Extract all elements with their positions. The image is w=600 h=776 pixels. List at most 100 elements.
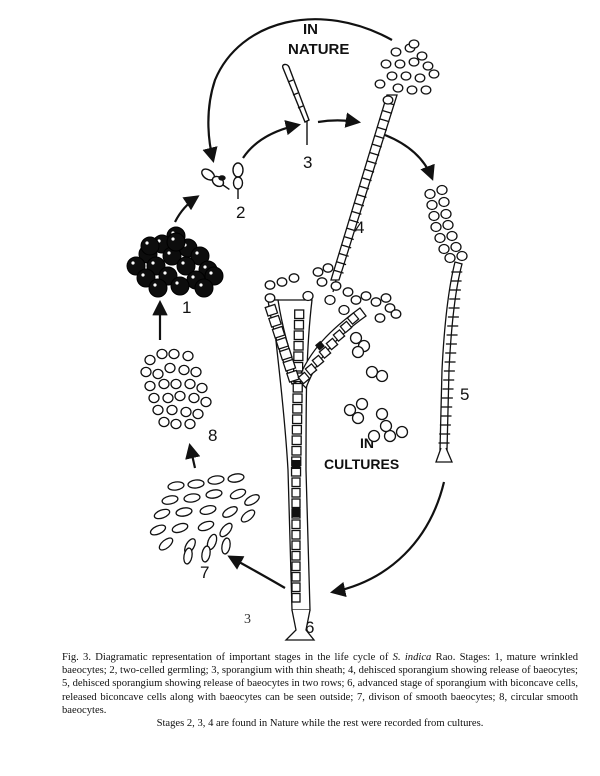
released-baeocyte	[374, 79, 386, 89]
arrow-1-to-2	[174, 195, 200, 223]
circular-baeocyte	[166, 404, 178, 416]
sporangium-cell-wall	[381, 109, 393, 114]
arrow-7-to-8	[185, 442, 201, 469]
trunk-cell	[292, 403, 303, 414]
circular-baeocyte	[164, 362, 176, 374]
trunk-cell	[291, 424, 303, 435]
sporangium-cell-wall	[338, 252, 349, 257]
released-baeocyte	[264, 293, 276, 303]
stage2-germlings	[201, 162, 244, 199]
baeocyte-highlight	[167, 251, 171, 255]
stray-page-mark: 3	[244, 612, 251, 627]
baeocyte-two-rows	[434, 232, 446, 244]
released-cell	[351, 345, 365, 359]
sporangium-cell-wall	[376, 126, 388, 131]
branch-cell	[264, 303, 279, 317]
released-baeocyte	[416, 51, 428, 61]
trunk-cell	[291, 414, 303, 425]
dividing-baeocyte	[149, 524, 167, 536]
trunk-cell	[291, 592, 301, 603]
branch-cell	[346, 311, 360, 326]
baeocyte-highlight	[191, 275, 195, 279]
baeocyte-highlight	[195, 251, 199, 255]
circular-baeocyte	[170, 418, 182, 430]
branch-cell	[271, 325, 286, 339]
baeocyte-two-rows	[438, 196, 450, 208]
released-baeocyte	[400, 71, 412, 81]
branch-cell	[278, 347, 293, 361]
in-nature-label-line1: IN	[303, 21, 318, 38]
circular-baeocyte	[188, 392, 200, 404]
circular-baeocyte	[170, 378, 182, 390]
trunk-cell	[291, 529, 301, 540]
released-baeocyte	[302, 290, 314, 302]
circular-baeocyte	[192, 408, 204, 420]
branch-cell	[339, 320, 353, 334]
released-baeocyte	[390, 309, 402, 319]
baeocyte-two-rows	[424, 188, 436, 200]
trunk-cell	[291, 445, 302, 456]
circular-baeocyte	[184, 378, 196, 390]
sporangium-base	[284, 609, 316, 641]
trunk-cell	[293, 319, 305, 330]
released-baeocyte	[394, 59, 406, 69]
released-cell	[365, 365, 379, 379]
baeocyte-highlight	[141, 273, 145, 277]
branch-cell	[318, 345, 332, 360]
released-baeocyte	[422, 61, 434, 71]
dividing-baeocyte	[183, 547, 193, 565]
wrinkled-baeocyte	[176, 256, 196, 276]
released-baeocyte	[350, 295, 362, 305]
baeocyte-highlight	[209, 271, 213, 275]
circular-baeocyte	[158, 416, 170, 428]
trunk-cell	[291, 550, 301, 561]
released-baeocyte	[338, 304, 350, 316]
released-cell	[343, 403, 357, 417]
released-baeocyte	[420, 85, 432, 95]
sporangium-cell-wall	[356, 193, 367, 199]
branch-cell	[297, 371, 311, 385]
circular-baeocyte	[190, 366, 202, 378]
arrow-3-to-4	[317, 112, 362, 128]
baeocyte-highlight	[163, 271, 167, 275]
circular-baeocyte	[168, 348, 180, 360]
branch-cell	[286, 369, 300, 383]
cycle-arrows	[152, 18, 446, 597]
baeocyte-highlight	[175, 281, 179, 285]
released-baeocyte	[406, 85, 418, 95]
caption-text-2: Rao. Stages: 1, mature wrinkled baeocyte…	[62, 652, 579, 716]
baeocyte-two-rows	[442, 219, 454, 231]
circular-baeocyte	[178, 364, 190, 376]
dividing-baeocyte	[153, 508, 171, 520]
trunk-cell	[291, 435, 302, 446]
stage-number-5: 5	[460, 385, 469, 404]
sporangium-cell-wall	[374, 134, 385, 140]
dividing-baeocyte	[199, 505, 217, 515]
released-baeocyte	[342, 287, 354, 297]
branch-cell	[311, 354, 325, 368]
baeocyte-two-rows	[428, 210, 440, 222]
released-cell	[379, 419, 393, 433]
dividing-baeocyte	[229, 488, 247, 500]
wrinkled-baeocyte	[148, 278, 168, 298]
released-baeocyte	[384, 303, 396, 313]
sporangium-cell-wall	[371, 143, 382, 148]
stage4-dehisced-sporangium	[330, 94, 398, 293]
arrow-5-to-6	[329, 481, 446, 597]
branch-cell	[304, 362, 318, 377]
arrow-2-to-3	[242, 120, 302, 159]
trunk-cell	[291, 561, 301, 572]
sporangium-cell-wall	[340, 244, 352, 249]
released-cell	[367, 429, 381, 443]
trunk-cell	[292, 382, 303, 393]
sporangium-cell-wall	[361, 176, 372, 182]
baeocyte-two-rows	[450, 241, 462, 253]
baeocyte-two-rows	[440, 208, 452, 220]
circular-baeocyte	[200, 396, 212, 408]
baeocyte-highlight	[199, 283, 203, 287]
stage-number-3: 3	[303, 153, 312, 172]
baeocyte-two-rows	[436, 184, 448, 196]
caption-fig-label: Fig. 3.	[62, 652, 91, 663]
wrinkled-baeocyte	[140, 236, 160, 256]
trunk-cell	[291, 487, 301, 498]
